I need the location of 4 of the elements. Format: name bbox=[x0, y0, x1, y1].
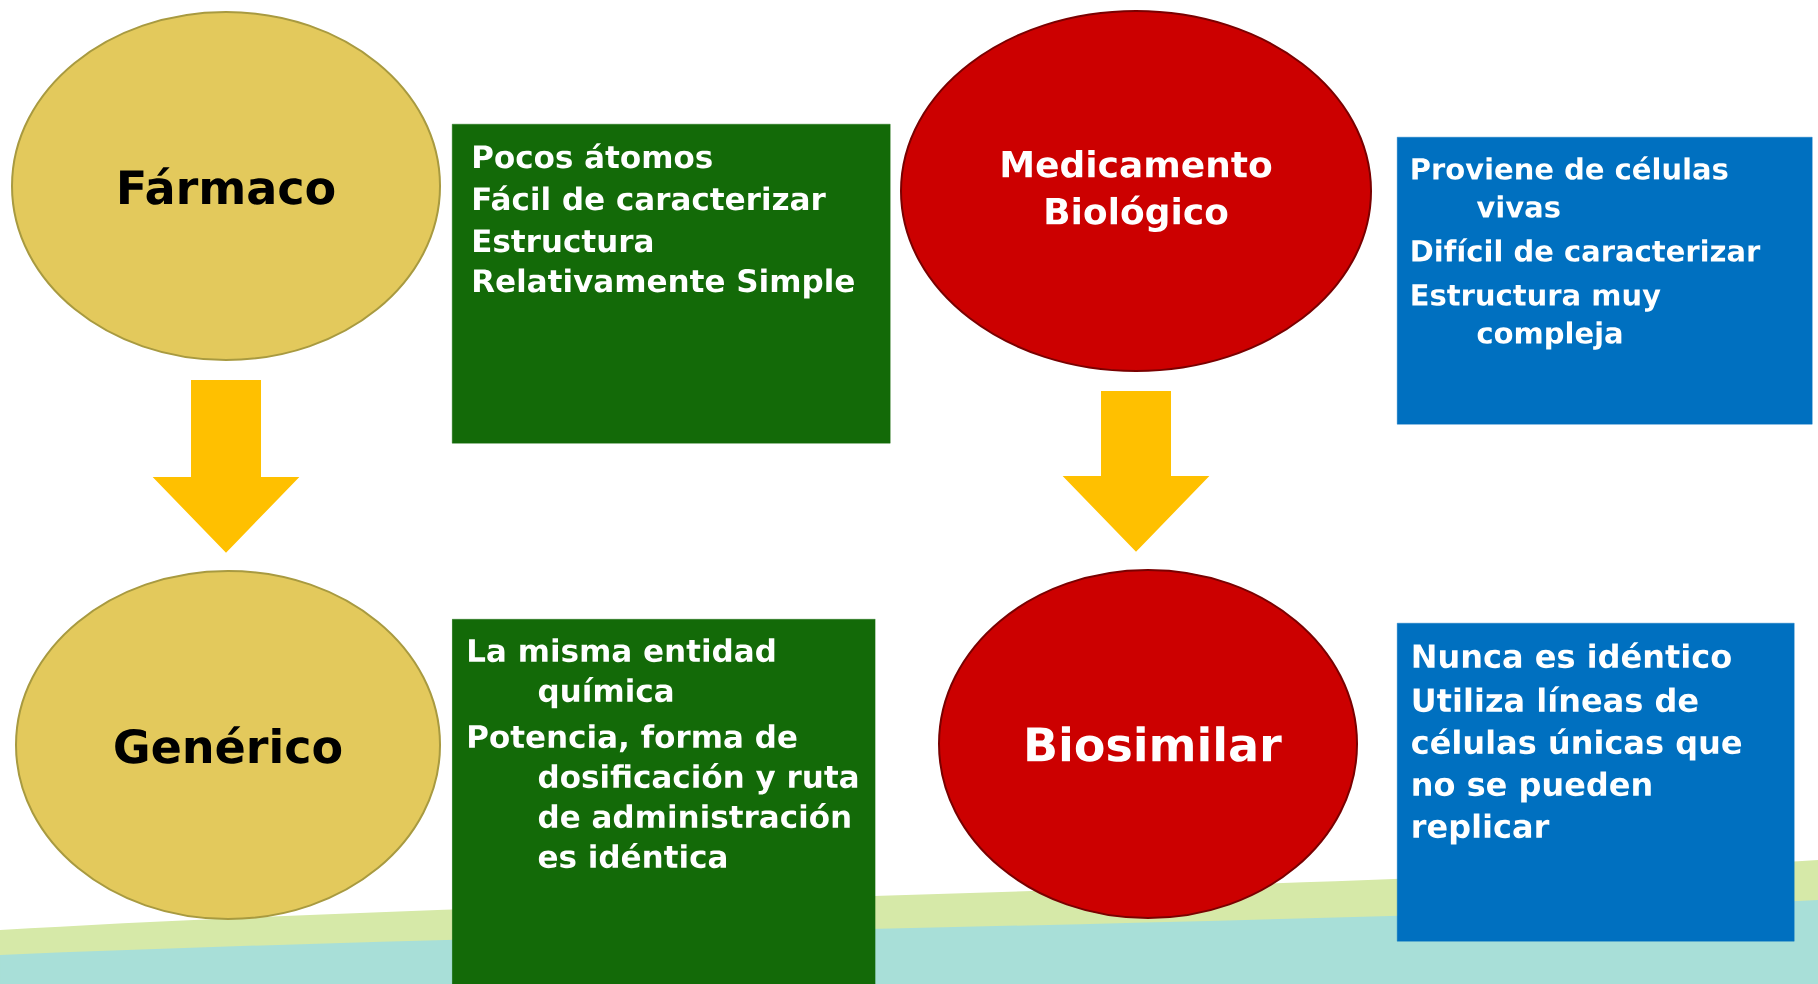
text-box: Pocos átomos Fácil de caracterizar Estructura Relativamente Simple bbox=[452, 124, 891, 444]
text-box: La misma entidad química Potencia, forma de dosificación y ruta de administración es idéntica bbox=[452, 619, 876, 984]
text-box: Proviene de células vivas Difícil de caracterizar Estructura muy compleja bbox=[1397, 137, 1813, 425]
text-box: Nunca es idéntico Utiliza líneas de células únicas que no se pueden replicar bbox=[1397, 623, 1795, 942]
